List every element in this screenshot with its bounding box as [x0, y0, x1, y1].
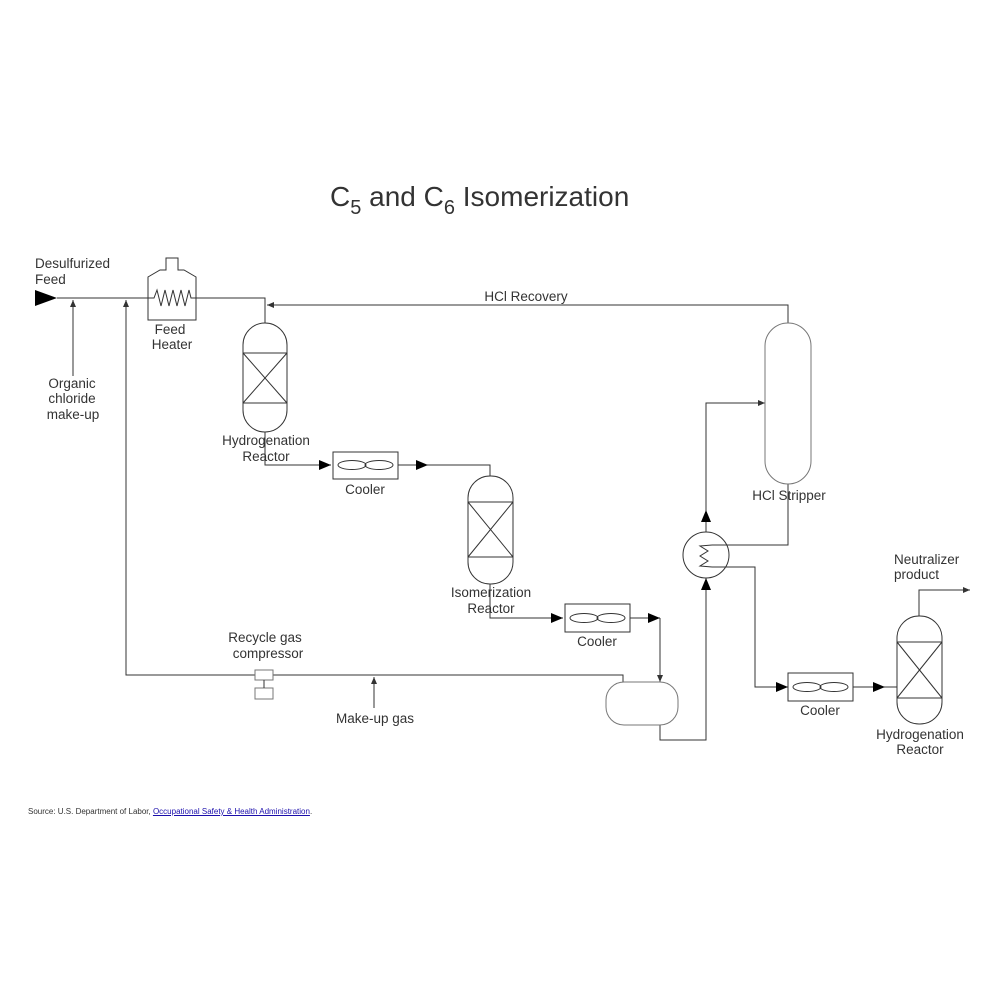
organic-chloride-label-line3: make-up — [47, 407, 100, 422]
hcl-stripper-label: HCl Stripper — [752, 488, 826, 503]
exchanger-to-stripper-line — [705, 400, 765, 532]
neutralizer-label-line1: Neutralizer — [894, 552, 960, 567]
feed-heater-label-line1: Feed — [155, 322, 186, 337]
cooler-3-label: Cooler — [800, 703, 840, 718]
feed-heater-label-line2: Heater — [152, 337, 193, 352]
neutralizer-product-line — [918, 587, 970, 616]
recycle-compressor-label-line2: compressor — [233, 646, 304, 661]
source-suffix: . — [309, 807, 313, 816]
heat-exchanger-icon — [682, 531, 730, 579]
cooler-1-label: Cooler — [345, 482, 385, 497]
makeup-gas-label: Make-up gas — [336, 711, 414, 726]
separator-to-exchanger-line — [659, 578, 711, 741]
isomerization-reactor-label-line1: Isomerization — [451, 585, 531, 600]
organic-chloride-label-line2: chloride — [48, 391, 95, 406]
hydrogenation-reactor-2-label-line1: Hydrogenation — [876, 727, 964, 742]
cooler-2-icon — [564, 603, 631, 633]
cooler1-to-isom-line — [428, 464, 491, 476]
hydrogenation-reactor-1-label-line1: Hydrogenation — [222, 433, 310, 448]
hcl-stripper-icon — [764, 322, 812, 485]
isomerization-reactor-label-line2: Reactor — [467, 601, 515, 616]
osha-source-link[interactable]: Occupational Safety & Health Administrat… — [152, 807, 310, 816]
feed-heater-icon — [147, 257, 197, 321]
feed-inlet-arrow-icon — [35, 290, 57, 306]
hcl-recovery-label: HCl Recovery — [484, 289, 568, 304]
exchanger-to-cooler3-line — [729, 566, 788, 692]
separator-drum-icon — [605, 681, 679, 726]
heater-to-reactor-line — [196, 297, 266, 323]
hydrogenation-reactor-1-label-line2: Reactor — [242, 449, 290, 464]
cooler-3-icon — [787, 672, 854, 702]
source-prefix: Source: U.S. Department of Labor, — [28, 807, 153, 816]
diagram-title: C5 and C6 Isomerization — [330, 181, 629, 219]
cooler-2-label: Cooler — [577, 634, 617, 649]
stripper-bottoms-line — [729, 484, 789, 546]
hydrogenation-reactor-1-icon — [242, 322, 288, 433]
hcl-recovery-line — [267, 302, 789, 323]
hydrogenation-reactor-2-icon — [896, 615, 943, 725]
feed-label-line1: Desulfurized — [35, 256, 110, 271]
isomerization-reactor-icon — [467, 475, 514, 585]
feed-label-line2: Feed — [35, 272, 66, 287]
neutralizer-label-line2: product — [894, 567, 939, 582]
isom-to-cooler2-line — [489, 584, 563, 623]
hydrogenation-reactor-2-label-line2: Reactor — [896, 742, 944, 757]
source-citation: Source: U.S. Department of Labor, Occupa… — [28, 807, 312, 816]
reactor1-to-cooler1-line — [264, 432, 331, 470]
recycle-compressor-label-line1: Recycle gas — [228, 630, 302, 645]
cooler-1-icon — [332, 451, 399, 480]
recycle-gas-compressor-icon — [254, 669, 274, 700]
organic-chloride-label-line1: Organic — [48, 376, 96, 391]
recycle-gas-line — [123, 300, 624, 683]
